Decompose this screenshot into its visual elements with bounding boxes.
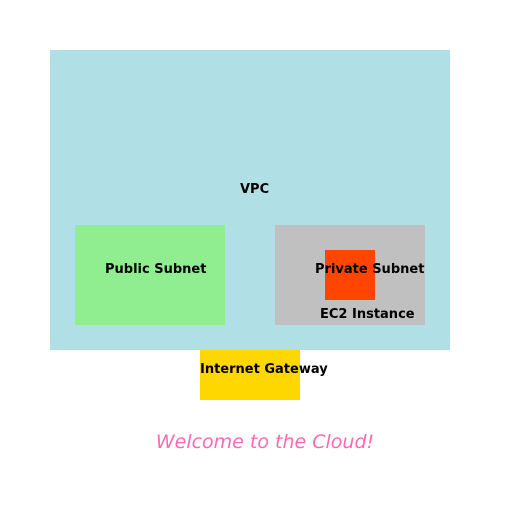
internet-gateway-box	[200, 350, 300, 400]
internet-gateway-label: Internet Gateway	[200, 362, 328, 377]
public-subnet-label: Public Subnet	[105, 262, 207, 277]
ec2-instance-label: EC2 Instance	[320, 307, 415, 322]
welcome-message: Welcome to the Cloud!	[155, 431, 375, 453]
private-subnet-label: Private Subnet	[315, 262, 425, 277]
vpc-label: VPC	[240, 182, 270, 197]
public-subnet-box	[75, 225, 225, 325]
ec2-instance-box	[325, 250, 375, 300]
